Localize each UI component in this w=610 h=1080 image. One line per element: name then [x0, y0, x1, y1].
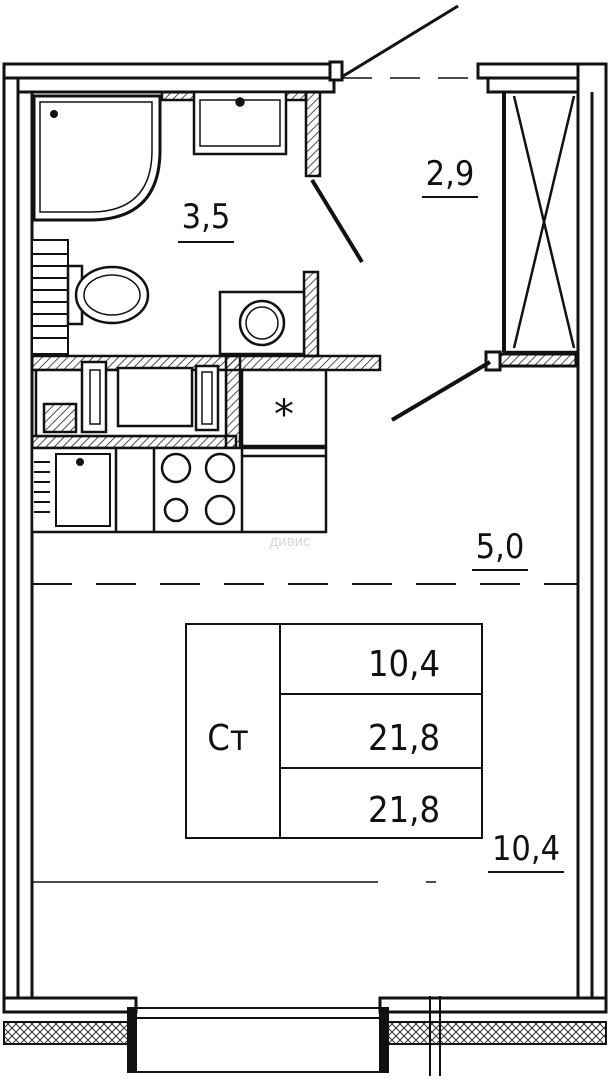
washing-machine: [218, 290, 306, 356]
window-bottom: [127, 996, 441, 1076]
outer-walls: [2, 62, 608, 1014]
kitchen-area-label: 5,0: [476, 527, 525, 567]
bathtub-drain: [50, 110, 58, 118]
facade-hatch-left: [3, 1021, 137, 1045]
table-total-area-balcony: 21,8: [368, 790, 440, 831]
hall-area-label: 2,9: [426, 154, 475, 194]
toilet: [66, 264, 150, 326]
summary-table: [185, 623, 483, 839]
bathroom-area-label: 3,5: [182, 197, 231, 237]
bathtub: [32, 94, 162, 222]
table-total-area: 21,8: [368, 718, 440, 759]
table-living-area: 10,4: [368, 644, 440, 685]
hall-door-leaf: [390, 360, 492, 422]
heated-towel-rail: [31, 239, 69, 355]
bathroom-sink: [192, 90, 288, 156]
ventilation-shaft: [240, 368, 328, 448]
living-area-label: 10,4: [492, 829, 560, 869]
bathtub-inner: [39, 101, 153, 213]
watermark: дивис: [270, 533, 311, 550]
kitchen-sink: [34, 453, 111, 527]
entrance-door: [328, 4, 459, 82]
utility-block: [34, 360, 228, 438]
stove: [160, 452, 236, 526]
facade-hatch-right: [383, 1021, 607, 1045]
wardrobe: [502, 90, 580, 354]
ventilation-asterisk-icon: *: [274, 392, 294, 438]
apartment-type-label: Ст: [207, 718, 248, 759]
bathroom-door-leaf: [310, 178, 364, 264]
hall-partition: [484, 350, 578, 372]
